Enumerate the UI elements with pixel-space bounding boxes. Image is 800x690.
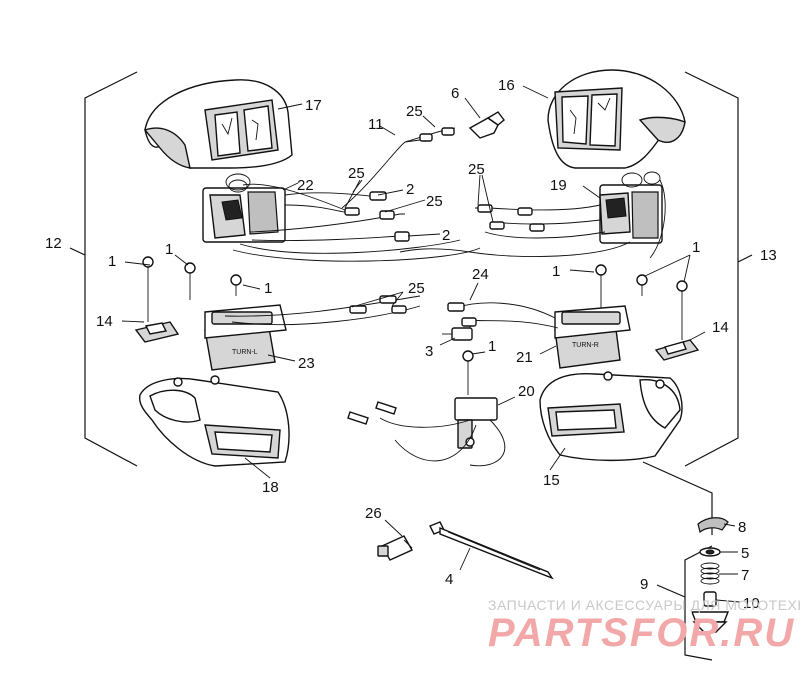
callout-3: 3 [425, 343, 433, 360]
right-switch-block [599, 171, 663, 244]
watermark-subtitle: ЗАПЧАСТИ И АКСЕССУАРЫ ДЛЯ МОТОТЕХНИКИ [488, 597, 800, 613]
callout-10: 10 [743, 595, 760, 612]
center-wire-harness [447, 302, 559, 330]
callout-25-lower-left: 25 [408, 280, 425, 297]
microswitch [347, 397, 506, 467]
switch-label-left: TURN-L [232, 349, 258, 356]
screw-right-mid [595, 264, 607, 322]
screw-left-lower [230, 274, 242, 296]
callout-14-left: 14 [96, 313, 113, 330]
callout-8: 8 [738, 519, 746, 536]
watermark-brand: PARTSFOR.RU [488, 611, 795, 655]
callout-25-mid: 25 [426, 193, 443, 210]
wire-11 [341, 127, 456, 209]
clamp-right [654, 339, 700, 361]
callout-9: 9 [640, 576, 648, 593]
callout-12: 12 [45, 235, 62, 252]
connector-26 [377, 535, 413, 561]
screw-left-mid [184, 262, 196, 300]
callout-20: 20 [518, 383, 535, 400]
clamp-left [134, 321, 180, 343]
callout-16: 16 [498, 77, 515, 94]
callout-22: 22 [297, 177, 314, 194]
callout-25-top: 25 [406, 103, 423, 120]
callout-1-d: 1 [552, 263, 560, 280]
right-lower-housing [539, 371, 683, 462]
callout-1-b: 1 [165, 241, 173, 258]
callout-26: 26 [365, 505, 382, 522]
cable-tie [429, 521, 554, 580]
callout-11: 11 [368, 116, 384, 133]
left-upper-housing [143, 79, 293, 169]
callout-6: 6 [451, 85, 459, 102]
callout-15: 15 [543, 472, 560, 489]
left-switch-block [202, 173, 286, 243]
screw-right-outer-b [676, 280, 688, 340]
callout-24: 24 [472, 266, 489, 283]
plunger-10 [690, 591, 730, 633]
right-lower-switch: TURN-R [554, 305, 631, 369]
callout-4: 4 [445, 571, 453, 588]
left-lower-housing [138, 375, 290, 467]
screw-right-outer-a [636, 274, 648, 296]
switch-label-right: TURN-R [572, 342, 599, 349]
callout-25-right-upper: 25 [468, 161, 485, 178]
callout-1-e: 1 [692, 239, 700, 256]
bracket-right-assembly [684, 71, 753, 467]
callout-1-f: 1 [488, 338, 496, 355]
callout-7: 7 [741, 567, 749, 584]
left-upper-wire-harness [232, 183, 481, 262]
washer-5 [699, 547, 721, 557]
screw-center [462, 350, 474, 395]
right-upper-wire-harness [399, 179, 666, 259]
callout-18: 18 [262, 479, 279, 496]
callout-5: 5 [741, 545, 749, 562]
callout-14-right: 14 [712, 319, 729, 336]
spring-7 [700, 562, 720, 585]
callout-2-a: 2 [406, 181, 414, 198]
bracket-left-assembly [69, 71, 138, 467]
connector-3 [442, 327, 473, 341]
callout-17: 17 [305, 97, 322, 114]
screw-left-outer [142, 256, 154, 322]
left-lower-switch: TURN-L [204, 304, 287, 371]
right-upper-housing [547, 69, 686, 169]
callout-19: 19 [550, 177, 567, 194]
callout-21: 21 [516, 349, 533, 366]
callout-2-b: 2 [442, 227, 450, 244]
callout-23: 23 [298, 355, 315, 372]
callout-1-a: 1 [108, 253, 116, 270]
callout-labels: 17 16 25 6 11 25 22 2 25 2 25 19 12 13 1… [45, 77, 777, 612]
clip-6 [468, 111, 505, 139]
leader-lines [121, 85, 741, 603]
cap-8 [697, 517, 729, 534]
callout-13: 13 [760, 247, 777, 264]
watermark: ЗАПЧАСТИ И АКСЕССУАРЫ ДЛЯ МОТОТЕХНИКИ PA… [488, 597, 800, 655]
callout-1-c: 1 [264, 280, 272, 297]
callout-25-left-upper: 25 [348, 165, 365, 182]
